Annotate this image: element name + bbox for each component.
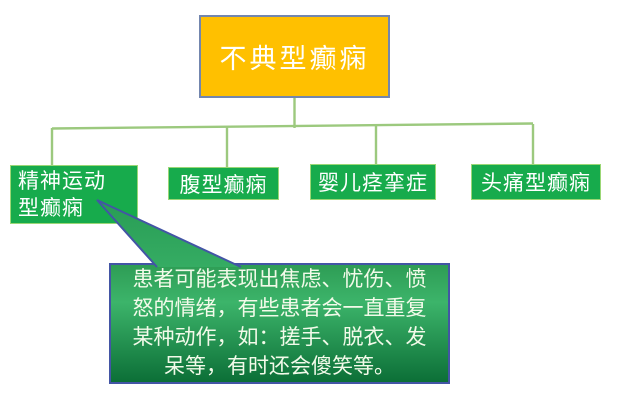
node-label-line: 精神运动: [18, 169, 106, 193]
branch-horizontal-line: [51, 122, 534, 130]
callout-box: 患者可能表现出焦虑、忧伤、愤 怒的情绪，有些患者会一直重复 某种动作，如：搓手、…: [109, 263, 450, 384]
node-abdominal-epilepsy: 腹型癫痫: [168, 167, 279, 200]
callout-text-line: 某种动作，如：搓手、脱衣、发: [132, 326, 427, 349]
callout-text-line: 呆等，有时还会傻笑等。: [164, 355, 395, 378]
node-atypical-epilepsy: 不典型癫痫: [199, 15, 390, 98]
node-psychomotor-epilepsy: 精神运动 型癫痫: [10, 165, 138, 224]
node-label-line: 型癫痫: [18, 196, 84, 220]
callout-text-line: 患者可能表现出焦虑、忧伤、愤: [132, 268, 427, 291]
callout-text-line: 怒的情绪，有些患者会一直重复: [132, 297, 427, 320]
node-headache-epilepsy: 头痛型癫痫: [471, 164, 601, 200]
node-infantile-spasms: 婴儿痉挛症: [310, 164, 436, 200]
